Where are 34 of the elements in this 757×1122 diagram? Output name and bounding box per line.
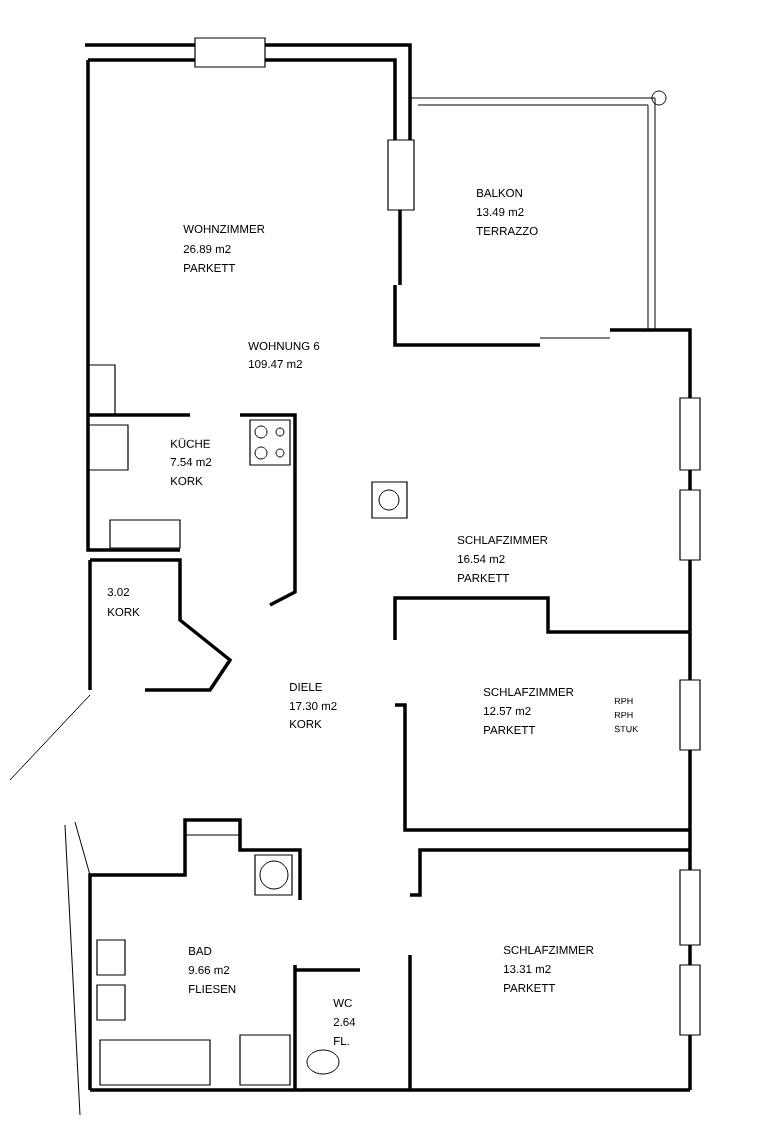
room-label: RPH — [614, 697, 633, 705]
room-label: 13.49 m2 — [477, 207, 524, 217]
room-label: 9.66 m2 — [188, 965, 230, 975]
room-label: KÜCHE — [171, 438, 210, 448]
room-label: 16.54 m2 — [458, 554, 505, 564]
room-label: BALKON — [477, 188, 522, 198]
room-label: 13.31 m2 — [504, 964, 551, 974]
room-label: 7.54 m2 — [170, 457, 212, 467]
room-label: PARKETT — [484, 726, 536, 734]
room-label: SCHLAFZIMMER — [503, 945, 594, 955]
room-label: PARKETT — [458, 574, 510, 582]
room-label: 17.30 m2 — [290, 701, 337, 711]
room-label: KORK — [290, 719, 322, 729]
room-label: KORK — [171, 476, 203, 486]
room-label: 3.02 — [107, 587, 129, 597]
room-label: DIELE — [290, 683, 322, 691]
room-label: SCHLAFZIMMER — [483, 687, 574, 697]
room-label: 12.57 m2 — [484, 706, 531, 716]
room-label: FL. — [334, 1037, 349, 1045]
room-label: WOHNZIMMER — [183, 224, 265, 234]
room-label: PARKETT — [504, 984, 556, 992]
room-label: WC — [333, 998, 352, 1008]
room-label: 109.47 m2 — [249, 359, 302, 369]
room-label: KORK — [108, 607, 140, 617]
room-label: STUK — [614, 725, 639, 733]
room-label: 2.64 — [333, 1017, 356, 1027]
room-label: RPH — [614, 711, 633, 719]
room-label: TERRAZZO — [476, 226, 538, 236]
room-label: SCHLAFZIMMER — [457, 535, 548, 545]
room-label: PARKETT — [184, 264, 236, 272]
room-label: BAD — [189, 947, 212, 955]
room-label: 26.89 m2 — [183, 244, 231, 254]
room-label: WOHNUNG 6 — [248, 341, 320, 351]
room-label: FLIESEN — [189, 984, 236, 994]
